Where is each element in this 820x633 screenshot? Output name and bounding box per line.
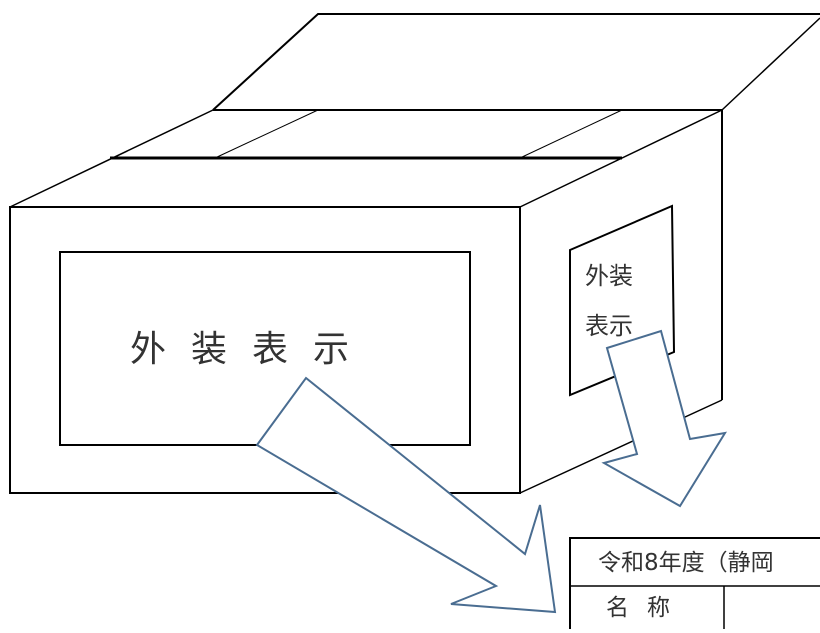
table-header-cell: 令和8年度（静岡 xyxy=(598,550,774,576)
front-face xyxy=(9,206,521,494)
front-arrow xyxy=(255,376,557,614)
table-name-label: 名称 xyxy=(606,595,688,621)
side-arrow xyxy=(601,329,728,508)
side-label-line-1: 外装 xyxy=(585,262,633,290)
front-label-text: 外装表示 xyxy=(130,329,375,370)
side-label-panel xyxy=(569,204,676,397)
top-flap xyxy=(212,13,820,111)
info-table xyxy=(569,537,820,629)
side-label-line-2: 表示 xyxy=(585,312,633,340)
